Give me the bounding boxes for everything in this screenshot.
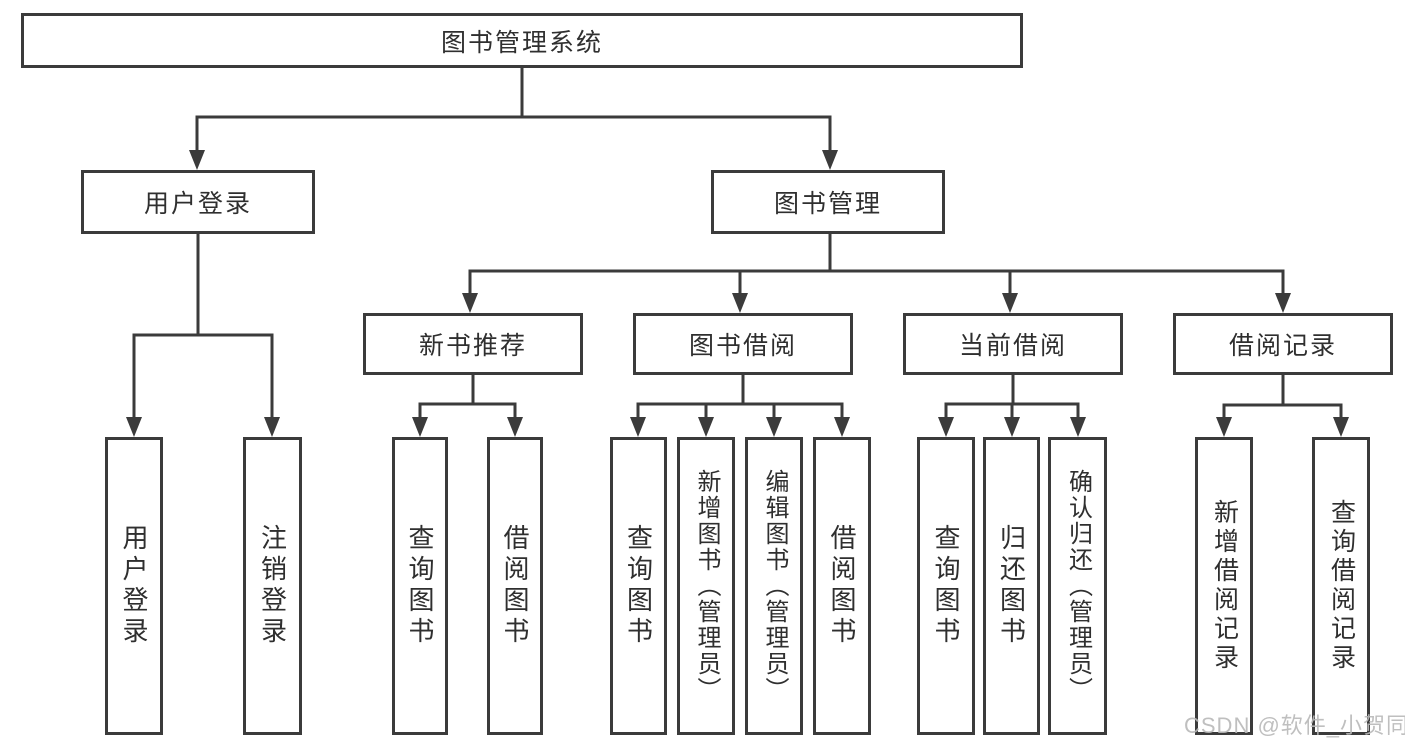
- edges-current-borrowing: [944, 375, 1080, 419]
- edges-new-book-recommend: [418, 375, 517, 419]
- node-user-login-group: 用户登录: [81, 170, 315, 234]
- edges-borrowing-records: [1222, 375, 1343, 419]
- node-label: 编辑图书（管理员）: [761, 469, 788, 703]
- arrowheads-current-borrowing: [938, 417, 1086, 437]
- node-br-add-record: 新增借阅记录: [1195, 437, 1253, 735]
- node-label: 用户登录: [143, 190, 252, 218]
- arrowheads-new-book-recommend: [412, 417, 523, 437]
- node-nbr-borrow-books: 借阅图书: [487, 437, 543, 735]
- edges-user-login: [132, 233, 274, 419]
- arrowheads-user-login: [126, 417, 280, 437]
- node-label: 借阅记录: [1228, 332, 1337, 360]
- node-br-query-record: 查询借阅记录: [1312, 437, 1370, 735]
- edges-book-borrowing: [636, 375, 844, 419]
- node-label: 用户登录: [119, 524, 149, 648]
- node-label: 新书推荐: [418, 332, 527, 360]
- node-cb-confirm-return: 确认归还（管理员）: [1048, 437, 1107, 735]
- watermark-text: CSDN @软件_小贺同学: [1184, 713, 1405, 738]
- node-label: 新增借阅记录: [1210, 499, 1239, 673]
- node-cb-query-books: 查询图书: [917, 437, 975, 735]
- node-label: 借阅图书: [500, 524, 530, 648]
- node-book-borrowing: 图书借阅: [633, 313, 853, 375]
- node-label: 查询图书: [931, 524, 961, 648]
- node-cb-return-books: 归还图书: [983, 437, 1040, 735]
- node-label: 当前借阅: [958, 332, 1067, 360]
- node-label: 新增图书（管理员）: [693, 469, 720, 703]
- node-label: 图书管理系统: [440, 28, 603, 57]
- node-label: 图书借阅: [688, 332, 797, 360]
- arrowheads-book-management: [462, 293, 1291, 313]
- node-current-borrowing: 当前借阅: [903, 313, 1123, 375]
- node-label: 查询图书: [405, 524, 435, 648]
- arrowheads-borrowing-records: [1216, 417, 1349, 437]
- node-label: 借阅图书: [827, 524, 857, 648]
- arrowheads-root: [189, 150, 838, 170]
- edges-root: [195, 68, 832, 152]
- node-label: 查询图书: [623, 524, 654, 648]
- node-bb-query-books: 查询图书: [610, 437, 667, 735]
- node-book-management: 图书管理: [711, 170, 945, 234]
- node-bb-edit-books: 编辑图书（管理员）: [745, 437, 803, 735]
- node-bb-add-books: 新增图书（管理员）: [677, 437, 735, 735]
- node-label: 确认归还（管理员）: [1064, 469, 1092, 703]
- node-borrowing-records: 借阅记录: [1173, 313, 1393, 375]
- node-root: 图书管理系统: [21, 13, 1023, 68]
- edges-book-management: [468, 234, 1285, 295]
- node-label: 注销登录: [257, 524, 288, 648]
- node-label: 图书管理: [773, 190, 882, 218]
- node-logout: 注销登录: [243, 437, 302, 735]
- node-user-login: 用户登录: [105, 437, 163, 735]
- node-nbr-query-books: 查询图书: [392, 437, 448, 735]
- node-bb-borrow-books: 借阅图书: [813, 437, 871, 735]
- node-label: 归还图书: [996, 524, 1027, 648]
- node-new-book-recommend: 新书推荐: [363, 313, 583, 375]
- node-label: 查询借阅记录: [1327, 499, 1356, 673]
- arrowheads-book-borrowing: [630, 417, 850, 437]
